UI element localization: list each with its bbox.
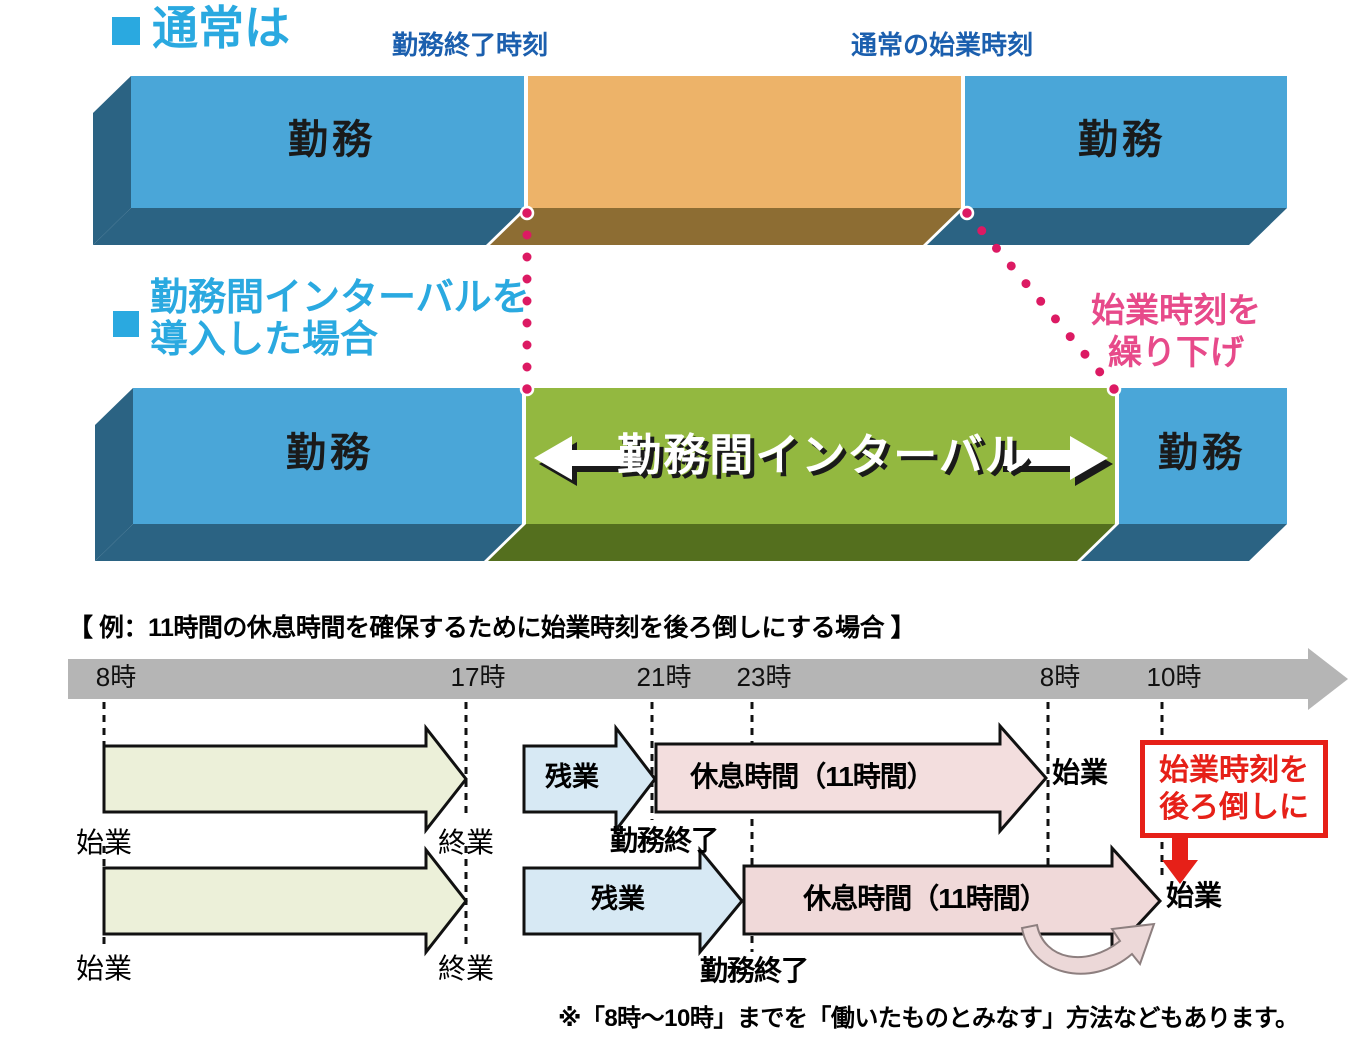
row1-end-label: 終業 <box>438 827 495 858</box>
bar1-offduty-orange <box>528 76 961 208</box>
heading-interval-line2: 導入した場合 <box>150 319 379 361</box>
example-row2-arrows <box>102 844 1163 957</box>
time-8h-next: 8時 <box>1039 662 1081 692</box>
time-17h: 17時 <box>450 662 506 692</box>
bar2-work-left <box>133 388 522 524</box>
time-23h: 23時 <box>736 662 792 692</box>
time-8h: 8時 <box>95 662 137 692</box>
row2-restart-label: 始業 <box>1166 880 1223 911</box>
pink-dotted-connectors <box>519 205 1122 397</box>
row2-overtime-label: 残業 <box>591 884 645 914</box>
bar1-orange-bottom <box>490 208 961 245</box>
callout-line1: 始業時刻を <box>1159 753 1309 787</box>
bar2-green-bottom <box>488 524 1115 561</box>
dot-junction <box>519 205 535 221</box>
row1-restart-label: 始業 <box>1052 757 1109 788</box>
row2-rest-label: 休息時間（11時間） <box>803 883 1048 914</box>
dot-junction <box>959 205 975 221</box>
shift-start-callout: 始業時刻を 後ろ倒しに <box>1140 740 1328 838</box>
interval-bar-label: 勤務間インターバル <box>617 431 1031 480</box>
work-label-row2-right: 勤務 <box>1158 431 1246 475</box>
bar1-work-right <box>965 76 1287 208</box>
curved-shift-arrow-icon <box>1020 922 1156 975</box>
example-row1-arrows <box>102 722 1048 836</box>
bullet-square-icon <box>113 311 139 337</box>
footnote: ※「8時～10時」までを「働いたものとみなす」方法などもあります。 <box>558 1005 1299 1032</box>
row2-work-arrow <box>102 845 468 957</box>
timeline-bar <box>68 648 1348 710</box>
row1-work-end-label: 勤務終了 <box>610 825 719 856</box>
callout-line2: 後ろ倒しに <box>1159 791 1309 824</box>
row1-work-arrow <box>102 723 468 835</box>
red-down-arrow-icon <box>1162 838 1198 884</box>
bullet-square-icon <box>112 17 140 45</box>
usual-start-label: 通常の始業時刻 <box>850 30 1034 60</box>
row2-work-end-label: 勤務終了 <box>700 955 809 986</box>
bar2-work-right <box>1119 388 1287 524</box>
work-label-row1-right: 勤務 <box>1078 118 1166 162</box>
row1-rest-arrow <box>654 722 1048 836</box>
bar1-work-left <box>131 76 524 208</box>
row2-end-label: 終業 <box>438 953 495 984</box>
bar2-blue-left-bottom <box>95 524 522 561</box>
left-white-arrow-icon <box>534 436 645 480</box>
dot-junction <box>1106 381 1122 397</box>
interval-range-arrows <box>534 436 1113 486</box>
bar1-left-face <box>93 76 131 245</box>
row2-overtime-arrow <box>522 845 744 957</box>
timeline-bar-body <box>68 659 1308 699</box>
normal-bar-3d <box>93 76 1287 245</box>
row1-overtime-arrow <box>522 723 657 835</box>
dot-junction <box>519 381 535 397</box>
time-21h: 21時 <box>636 662 692 692</box>
row1-start-label: 始業 <box>76 827 133 858</box>
heading-interval-line1: 勤務間インターバルを <box>150 277 530 319</box>
delay-label-line2: 繰り下げ <box>1108 334 1244 372</box>
timeline-arrowhead <box>1308 648 1348 710</box>
work-label-row1-left: 勤務 <box>288 118 376 162</box>
row2-start-label: 始業 <box>76 953 133 984</box>
bar1-blue-left-bottom <box>93 208 524 245</box>
heading-normal: 通常は <box>152 2 290 54</box>
example-title: 【 例：11時間の休息時間を確保するために始業時刻を後ろ倒しにする場合 】 <box>68 614 916 642</box>
work-label-row2-left: 勤務 <box>286 431 374 475</box>
end-time-label: 勤務終了時刻 <box>391 30 549 60</box>
row1-rest-label: 休息時間（11時間） <box>690 761 935 792</box>
dotted-line-diagonal <box>962 208 1119 394</box>
time-10h: 10時 <box>1146 662 1202 692</box>
row1-overtime-label: 残業 <box>545 762 599 792</box>
bar2-blue-right-bottom <box>1081 524 1287 561</box>
right-white-arrow-icon <box>998 436 1108 480</box>
delay-label-line1: 始業時刻を <box>1091 292 1261 330</box>
bar1-blue-right-bottom <box>927 208 1287 245</box>
bar2-left-face <box>95 388 133 561</box>
